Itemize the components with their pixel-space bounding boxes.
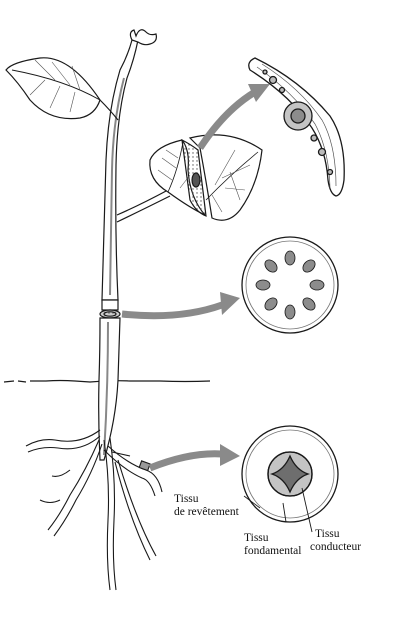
leader-lines xyxy=(243,487,313,533)
arrow-stem xyxy=(121,292,240,320)
stem-cross-section xyxy=(241,236,339,334)
upper-leaf xyxy=(5,57,101,120)
cut-leaf-right xyxy=(188,134,263,221)
stem-lower xyxy=(98,317,121,461)
label-tissu-fondamental-1: Tissu xyxy=(244,532,269,544)
label-tissu-revetement-1: Tissu xyxy=(174,493,199,505)
label-tissu-conducteur-2: conducteur xyxy=(310,541,362,553)
arrow-leaf xyxy=(197,84,270,150)
cut-leaf-left xyxy=(149,138,207,217)
stem-cut-segment xyxy=(99,299,121,319)
root-cross-section xyxy=(241,425,339,523)
label-tissu-revetement-2: de revêtement xyxy=(174,506,239,518)
arrow-root xyxy=(148,444,240,472)
stem-upper xyxy=(99,29,171,301)
label-tissu-conducteur-1: Tissu xyxy=(315,528,340,540)
label-tissu-fondamental-2: fondamental xyxy=(244,545,302,557)
leaf-cross-section xyxy=(248,57,345,197)
roots xyxy=(25,429,163,591)
